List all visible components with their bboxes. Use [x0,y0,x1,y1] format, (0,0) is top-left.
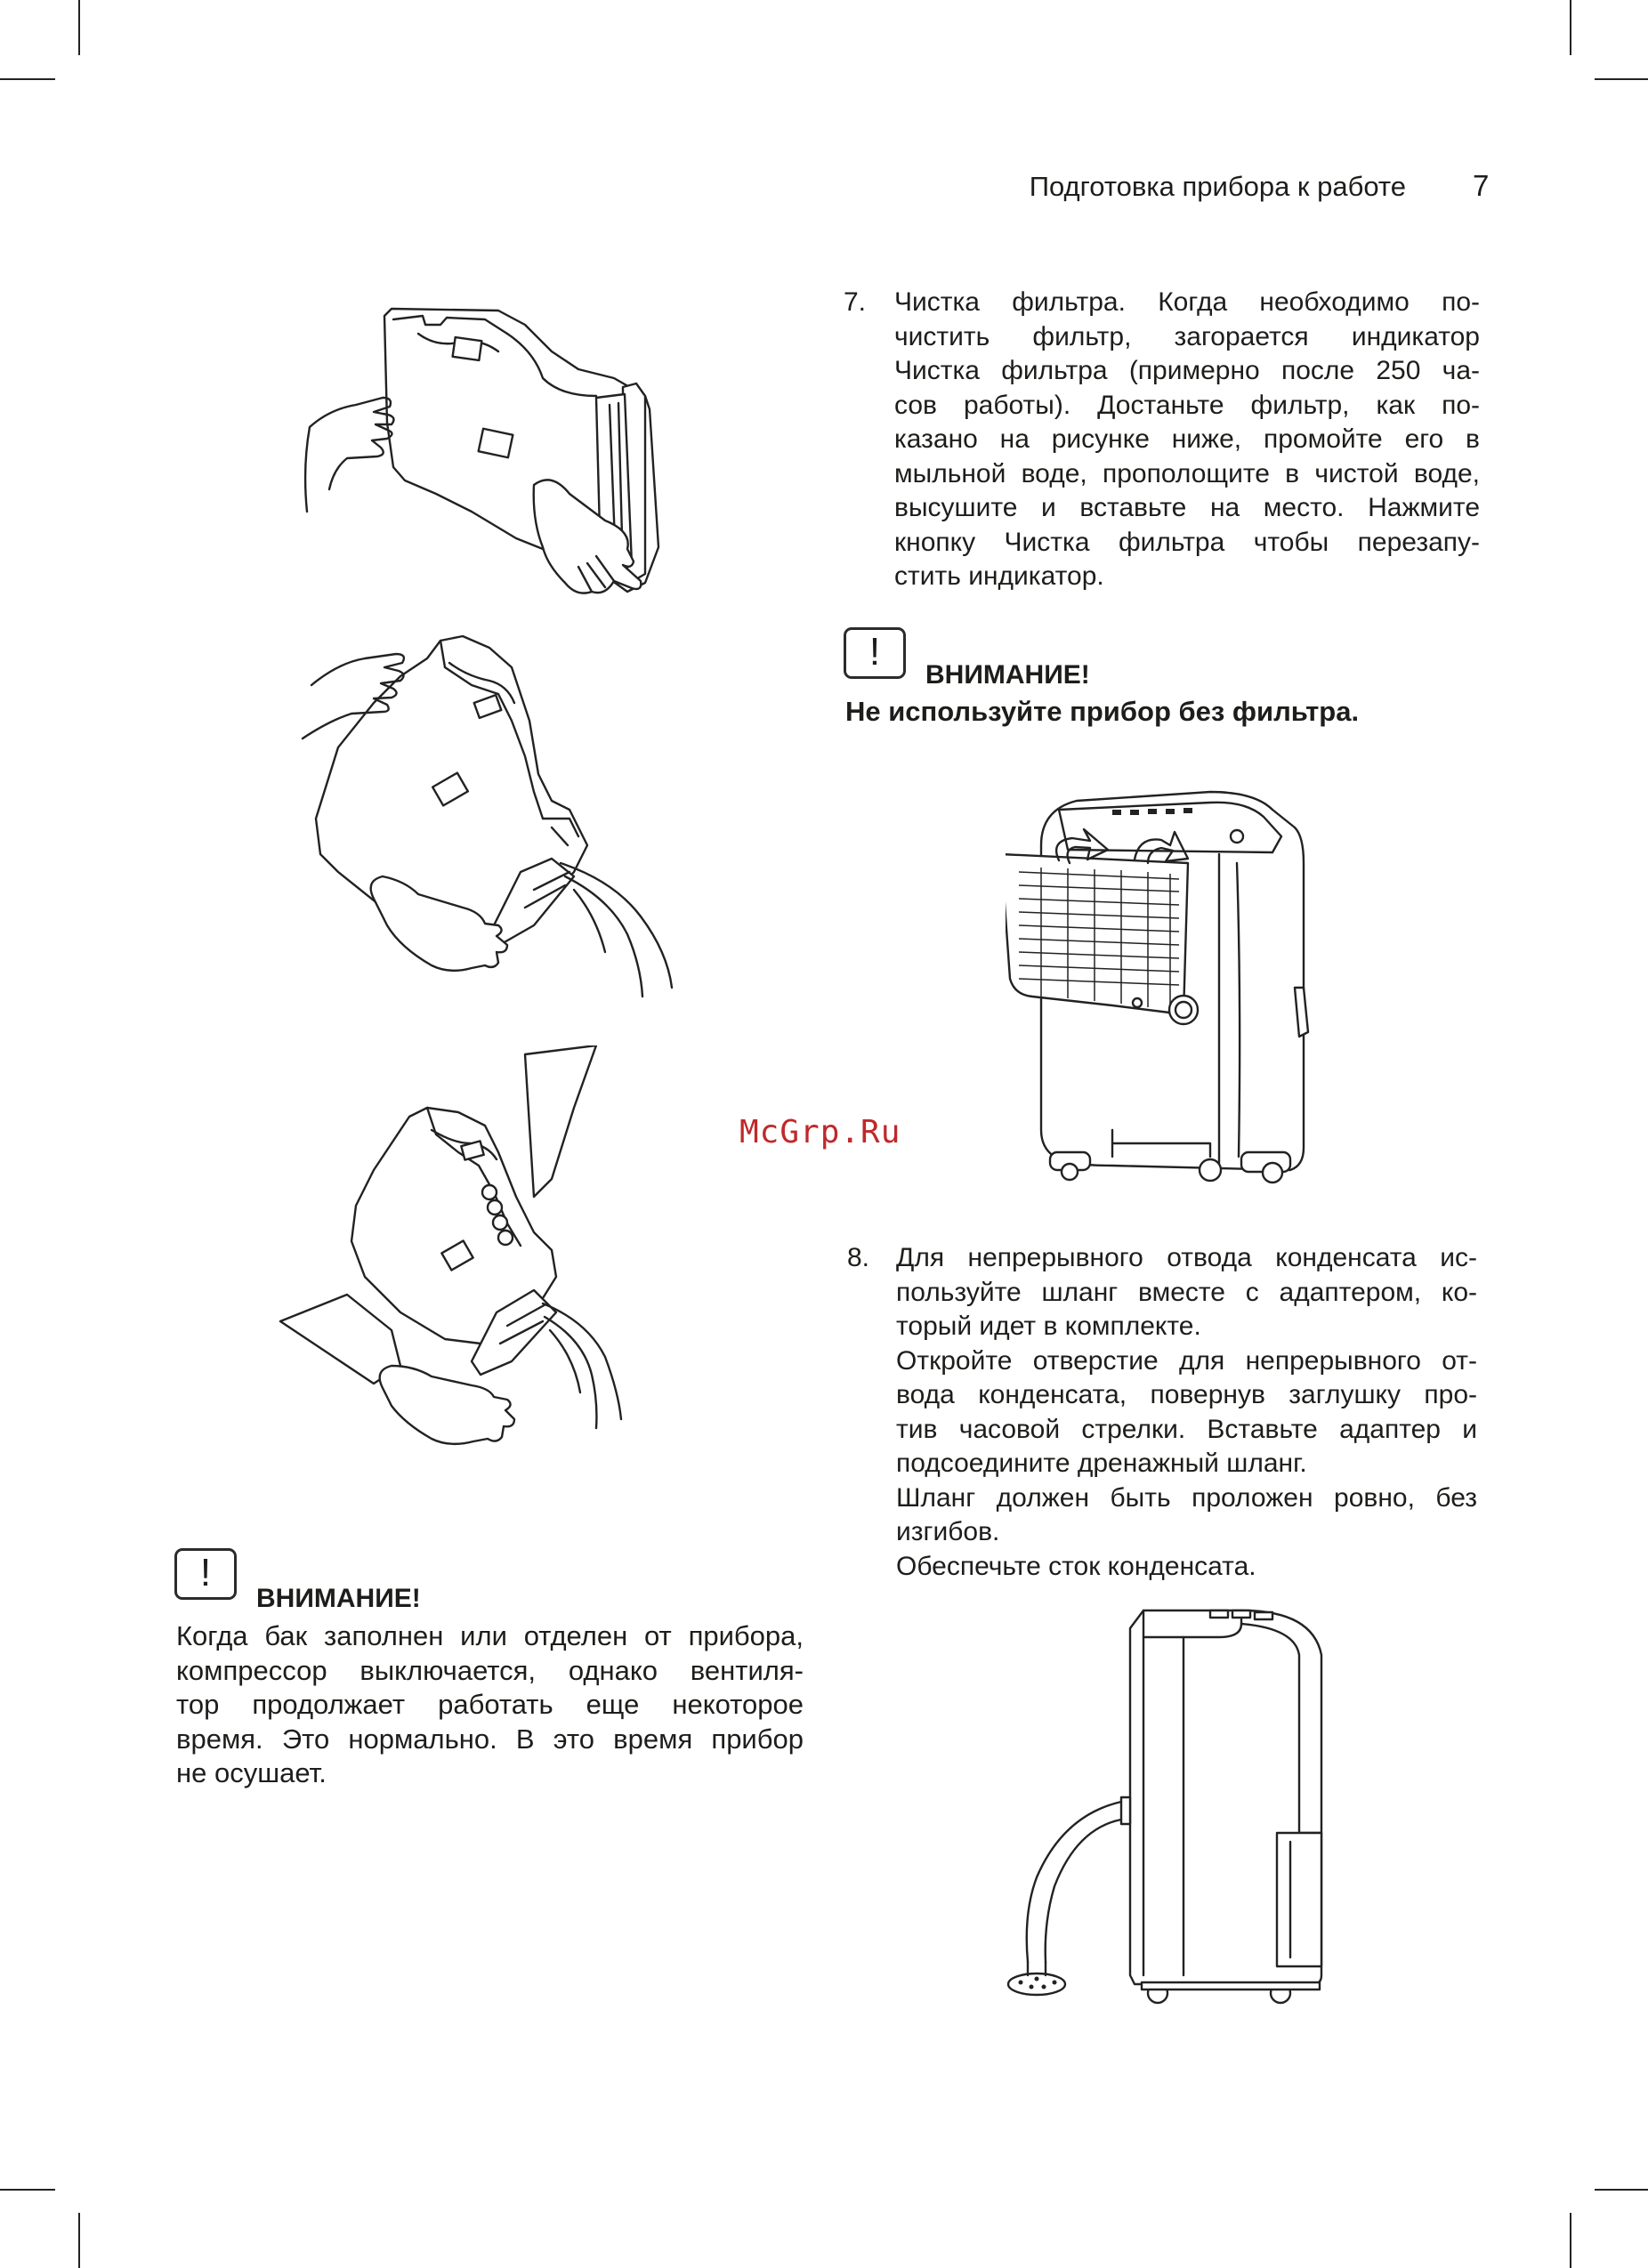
text-line: казано на рисунке ниже, промойте его в [894,424,1480,454]
text-line: торый идет в комплекте. [896,1312,1201,1341]
step-text: Чистка фильтра. Когда необходимо по- чис… [894,286,1480,594]
text-line: Когда бак заполнен или отделен от прибор… [176,1620,804,1651]
crop-mark [78,0,80,55]
text-line: изгибов. [896,1517,1000,1546]
text-line: тив часовой стрелки. Вставьте адаптер и [896,1414,1477,1444]
crop-mark [1570,0,1571,55]
text-line: вода конденсата, повернув заглушку про- [896,1380,1477,1409]
section-title: Подготовка прибора к работе [1029,171,1406,202]
warning-text: Когда бак заполнен или отделен от прибор… [176,1619,804,1791]
step-text: Для непрерывного отвода конденсата ис- п… [896,1241,1477,1584]
page-number: 7 [1473,169,1490,202]
tank-removal-illustration-1 [303,307,660,594]
crop-mark [1570,2213,1571,2268]
warning-title: ВНИМАНИЕ! [256,1584,421,1613]
watermark: McGrp.Ru [739,1114,901,1150]
text-line: мыльной воде, прополощите в чистой воде, [894,458,1480,488]
filter-removal-illustration [1006,790,1310,1184]
warning-icon: ! [844,627,906,679]
warning-title: ВНИМАНИЕ! [925,660,1090,690]
tank-removal-illustration-2 [301,634,674,998]
text-line: кнопку Чистка фильтра чтобы перезапу- [894,527,1480,557]
crop-mark [0,2189,55,2191]
text-line: тор продолжает работать еще некоторое [176,1689,804,1720]
text-line: компрессор выключается, однако вентиля- [176,1654,804,1686]
text-line: Откройте отверстие для непрерывного от- [896,1345,1477,1376]
text-line: Чистка фильтра. Когда необходимо по- [894,287,1480,317]
crop-mark [1595,78,1648,80]
crop-mark [78,2213,80,2268]
crop-mark [1595,2189,1648,2191]
text-line: стить индикатор. [894,561,1104,591]
text-line: Для непрерывного отвода конденсата ис- [896,1243,1477,1272]
tank-removal-illustration-3 [279,1045,623,1446]
text-line: пользуйте шланг вместе с адаптером, ко- [896,1277,1477,1307]
drain-hose-illustration [1006,1609,1323,2005]
text-line: Чистка фильтра (примерно после 250 ча- [894,356,1480,385]
text-line: высушите и вставьте на место. Нажмите [894,493,1480,522]
text-line: сов работы). Достаньте фильтр, как по- [894,390,1480,420]
crop-mark [0,78,55,80]
step-number: 8. [847,1243,870,1272]
warning-icon: ! [174,1548,237,1600]
text-line: Обеспечьте сток конденсата. [896,1551,1256,1581]
text-line: чистить фильтр, загорается индикатор [894,321,1480,351]
text-line: подсоедините дренажный шланг. [896,1449,1307,1478]
text-line: время. Это нормально. В это время прибор [176,1723,804,1755]
text-line: не осушает. [176,1757,327,1788]
warning-text: Не используйте прибор без фильтра. [845,696,1360,727]
text-line: Шланг должен быть проложен ровно, без [896,1482,1477,1513]
step-number: 7. [844,287,867,317]
